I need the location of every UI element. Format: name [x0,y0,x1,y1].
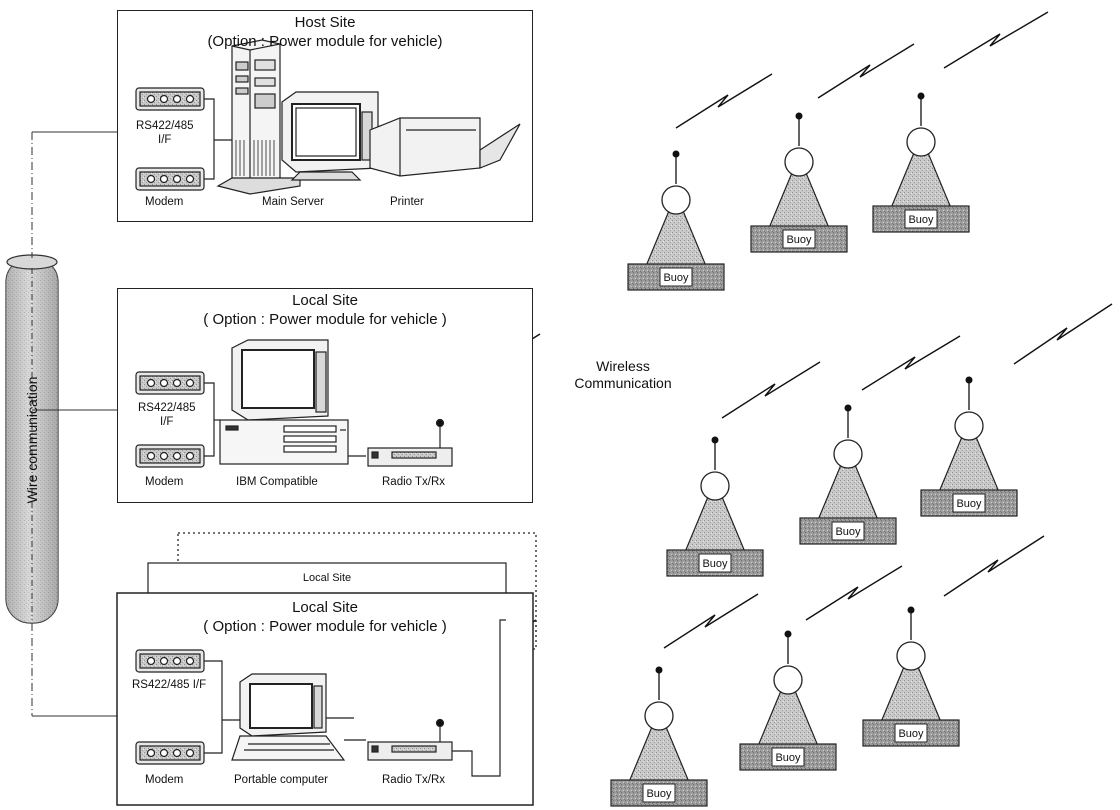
wire-communication-label: Wire communication [24,376,40,504]
buoy-icon: Buoy [750,112,848,253]
local-interface-label: RS422/485 [138,402,196,414]
host-site-title: Host Site [294,14,356,31]
local-site-back-title: Local Site [302,572,352,584]
wire-communication-pipe [5,254,59,624]
buoy-icon: Buoy [610,666,708,807]
host-site-subtitle: (Option : Power module for vehicle) [207,33,443,50]
host-modem-label: Modem [145,196,184,208]
wire-links [31,131,118,717]
buoy-label: Buoy [786,234,812,246]
buoy-label: Buoy [702,558,728,570]
wireless-label-line1: Wireless [596,358,650,374]
buoy-icon: Buoy [666,436,764,577]
wireless-label-line2: Communication [574,375,672,391]
buoy-icon: Buoy [872,92,970,233]
buoy-label: Buoy [956,498,982,510]
local-site-2-subtitle: ( Option : Power module for vehicle ) [203,618,447,635]
local-radio-label: Radio Tx/Rx [382,476,446,488]
local-site-title: Local Site [292,292,358,309]
buoy-icon: Buoy [799,404,897,545]
host-server-label: Main Server [262,196,324,208]
local-2-computer-label: Portable computer [234,774,328,786]
buoy-label: Buoy [663,272,689,284]
buoy-label: Buoy [775,752,801,764]
lightning-bolt-icon [943,11,1049,69]
host-interface-label-2: I/F [158,134,172,146]
wireless-links [439,11,1113,677]
buoy-label: Buoy [908,214,934,226]
local-site-subtitle: ( Option : Power module for vehicle ) [203,311,447,328]
buoy-label: Buoy [898,728,924,740]
buoy-icon: Buoy [739,630,837,771]
local-site-2-title: Local Site [292,599,358,616]
lightning-bolt-icon [663,593,759,649]
lightning-bolt-icon [861,335,961,391]
local-2-modem-label: Modem [145,774,184,786]
wireless-communication-label: Wireless Communication [553,358,693,392]
host-printer-label: Printer [390,196,424,208]
lightning-bolt-icon [721,361,821,419]
buoy-icon: Buoy [920,376,1018,517]
local-interface-label-2: I/F [160,416,174,428]
lightning-bolt-icon [805,565,903,621]
host-interface-label: RS422/485 [136,120,194,132]
buoy-label: Buoy [646,788,672,800]
lightning-bolt-icon [675,73,773,129]
lightning-bolt-icon [1013,303,1113,365]
lightning-bolt-icon [943,535,1045,597]
buoy-icon: Buoy [862,606,960,747]
local-2-radio-label: Radio Tx/Rx [382,774,446,786]
buoy-icon: Buoy [627,150,725,291]
local-computer-label: IBM Compatible [236,476,318,488]
local-modem-label: Modem [145,476,184,488]
lightning-bolt-icon [817,43,915,99]
buoy-label: Buoy [835,526,861,538]
local-2-interface-label: RS422/485 I/F [132,679,207,691]
